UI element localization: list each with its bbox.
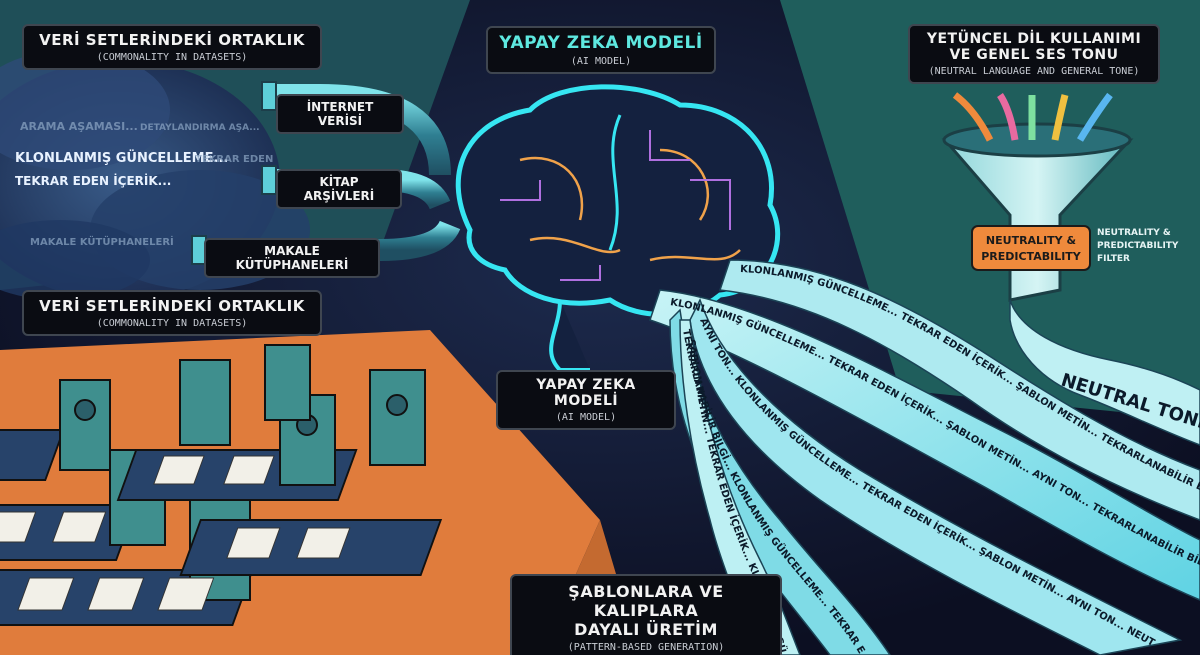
pipe-label-internet: İNTERNET VERİSİ [276,94,404,134]
pipe-label-articles: MAKALE KÜTÜPHANELERİ [204,238,380,278]
cloud-text-4: TEKRAR EDEN [195,154,273,165]
filter-band-line1: NEUTRALITY & [986,234,1077,247]
funnel-icon [941,122,1200,446]
ai-model-title-mid: YAPAY ZEKA MODELİ (AI MODEL) [496,370,676,430]
filter-side-line3: FILTER [1097,254,1130,264]
brain-icon [455,84,781,372]
filter-side-line2: PREDICTABILITY [1097,241,1179,251]
cloud-text-6: MAKALE KÜTÜPHANELERİ [30,234,174,248]
cloud-text-5: TEKRAR EDEN İÇERİK... [15,173,171,188]
pattern-generation-title: ŞABLONLARA VE KALIPLARA DAYALI ÜRETİM (P… [510,574,782,655]
cloud-text-2: DETAYLANDIRMA AŞA... [140,123,260,133]
datasets-title-top: VERİ SETLERİNDEKİ ORTAKLIK (COMMONALITY … [22,24,322,70]
funnel-arrows [952,92,1113,142]
ai-model-title-top: YAPAY ZEKA MODELİ (AI MODEL) [486,26,716,74]
cloud-text-3: KLONLANMIŞ GÜNCELLEME... [15,150,228,166]
neutral-language-title: YETÜNCEL DİL KULLANIMI VE GENEL SES TONU… [908,24,1160,84]
pipe-label-books: KİTAP ARŞİVLERİ [276,169,402,209]
cloud-text-1: ARAMA AŞAMASI... [20,120,138,133]
filter-side-line1: NEUTRALITY & [1097,228,1171,238]
filter-band [971,225,1091,271]
datasets-title-bottom: VERİ SETLERİNDEKİ ORTAKLIK (COMMONALITY … [22,290,322,336]
factory-machines [0,344,443,626]
filter-band-line2: PREDICTABILITY [981,250,1082,263]
